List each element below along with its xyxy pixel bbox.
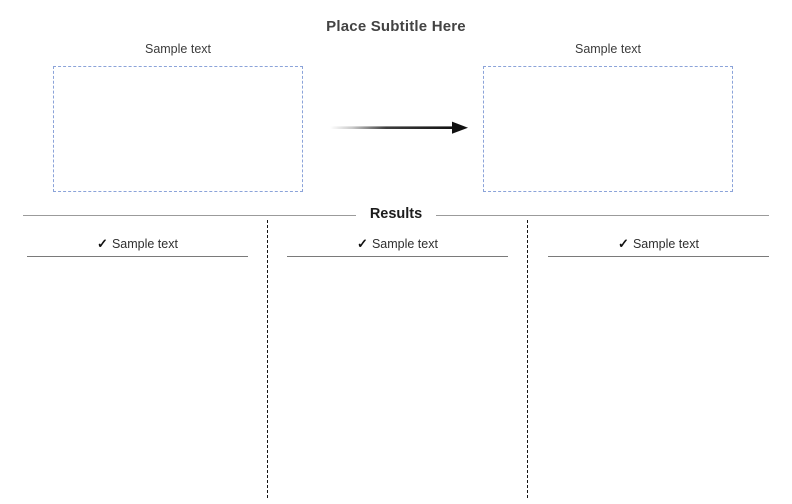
result-item-label: Sample text [371,237,438,251]
check-icon: ✓ [357,236,368,251]
result-item-text: ✓Sample text [287,236,508,252]
result-item-label: Sample text [632,237,699,251]
flow-arrow [330,118,470,138]
result-item-text: ✓Sample text [27,236,248,252]
placeholder-box-right[interactable] [483,66,733,192]
results-rule-left [23,214,356,216]
box-caption-right: Sample text [574,42,641,56]
result-item[interactable]: ✓Sample text [287,236,508,257]
check-icon: ✓ [97,236,108,251]
results-rule-right [436,214,770,216]
column-separator-right [527,220,528,498]
result-item-underline [287,256,508,257]
results-heading-row: Results [23,205,770,225]
result-item-underline [27,256,248,257]
check-icon: ✓ [618,236,629,251]
gradient-right-arrow-icon [330,121,468,134]
page-subtitle: Place Subtitle Here [326,18,466,35]
results-heading: Results [369,205,423,222]
result-item-label: Sample text [111,237,178,251]
column-separator-left [267,220,268,498]
result-item[interactable]: ✓Sample text [548,236,769,257]
placeholder-box-left[interactable] [53,66,303,192]
box-caption-left: Sample text [144,42,211,56]
result-item-text: ✓Sample text [548,236,769,252]
result-item[interactable]: ✓Sample text [27,236,248,257]
result-item-underline [548,256,769,257]
